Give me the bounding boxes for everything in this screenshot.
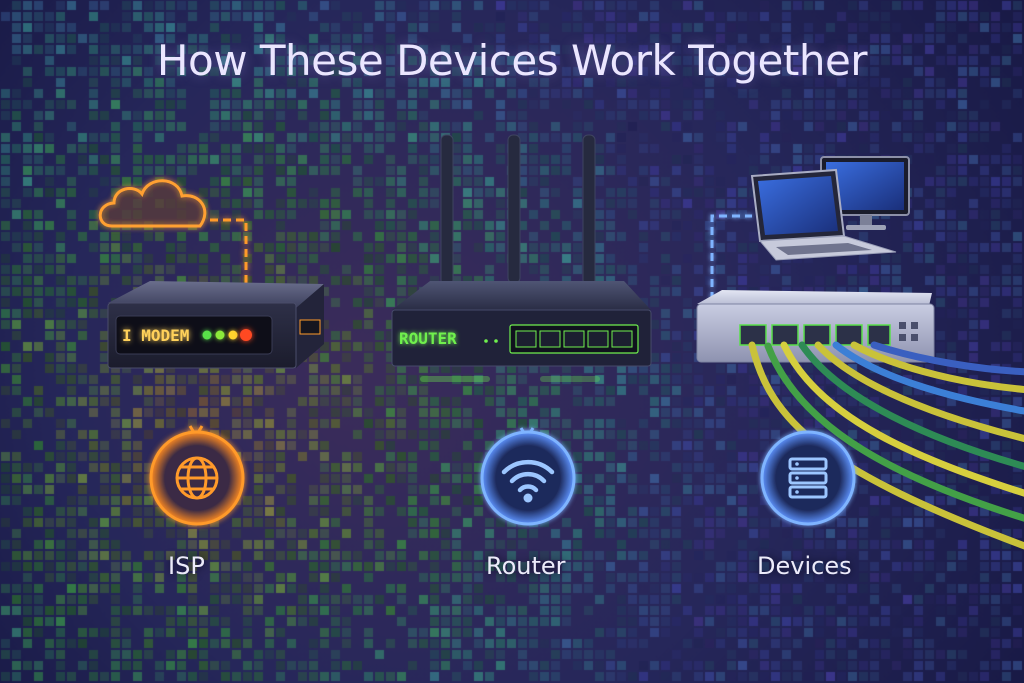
devices-label: Devices [757, 552, 852, 580]
cloud-icon [98, 179, 207, 228]
laptop-icon [750, 168, 897, 261]
monitor-icon [820, 156, 910, 230]
network-switch [696, 290, 935, 363]
router-node-label: Router [486, 552, 566, 580]
router-label: ROUTER [399, 329, 457, 348]
ethernet-cables [748, 341, 1024, 550]
modem-led [240, 329, 252, 341]
router-port-bank [509, 324, 639, 354]
switch-port-bank [739, 324, 891, 346]
isp-node [149, 430, 245, 526]
modem-label: I MODEM [122, 326, 189, 345]
connection-lines [155, 214, 762, 480]
isp-label: ISP [168, 552, 205, 580]
server-icon [788, 457, 828, 499]
modem-led [202, 330, 212, 340]
modem-led [215, 330, 225, 340]
diagram-title: How These Devices Work Together [156, 36, 868, 85]
modem-device: I MODEM [107, 281, 324, 369]
router-node [480, 430, 576, 526]
devices-node [760, 430, 856, 526]
globe-icon [175, 456, 219, 500]
modem-led [228, 330, 238, 340]
wifi-icon [501, 459, 555, 493]
router-device: ROUTER [391, 134, 652, 382]
